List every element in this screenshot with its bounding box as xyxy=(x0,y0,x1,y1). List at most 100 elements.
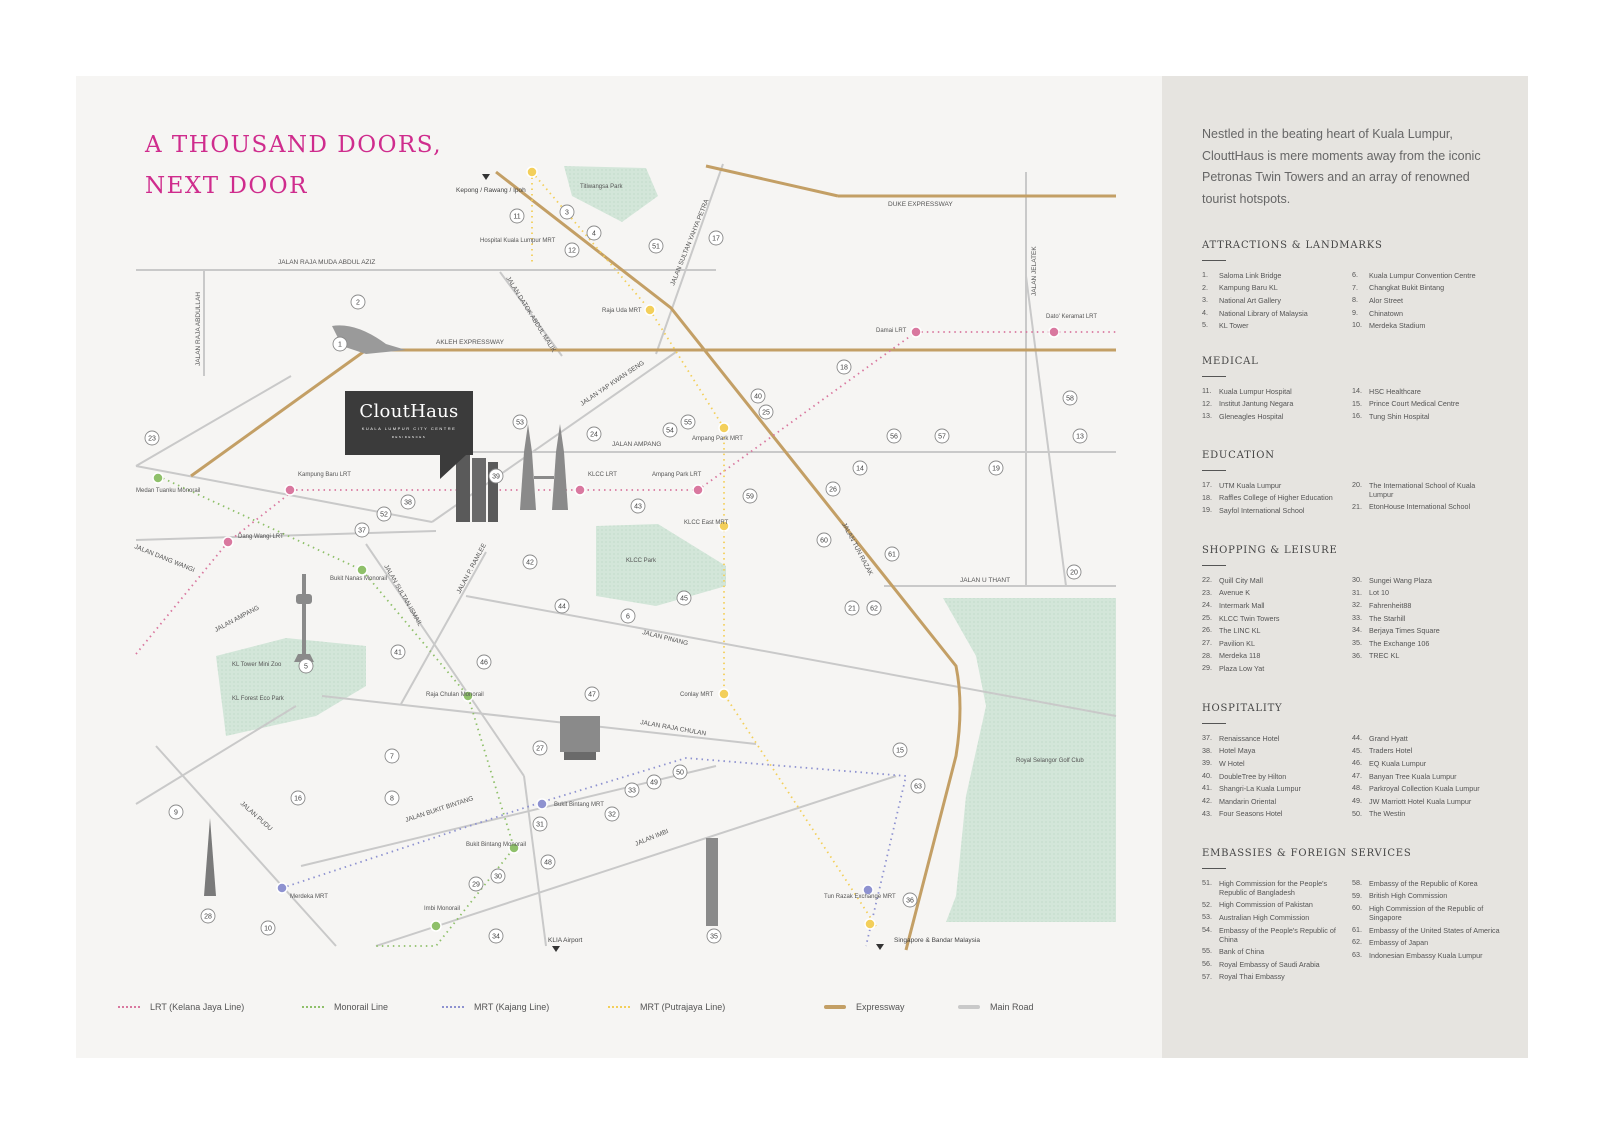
marker-number: 33 xyxy=(628,788,636,795)
station-bukit-bintang-monorail xyxy=(508,842,520,854)
marker-28[interactable]: 28 xyxy=(200,908,216,924)
marker-14[interactable]: 14 xyxy=(852,460,868,476)
marker-29[interactable]: 29 xyxy=(468,876,484,892)
marker-20[interactable]: 20 xyxy=(1066,564,1082,580)
marker-55[interactable]: 55 xyxy=(680,414,696,430)
marker-59[interactable]: 59 xyxy=(742,488,758,504)
item-label: KL Tower xyxy=(1219,321,1249,331)
marker-circle xyxy=(620,608,636,624)
marker-51[interactable]: 51 xyxy=(648,238,664,254)
item-number: 1. xyxy=(1202,270,1208,279)
label-klcc-lrt: KLCC LRT xyxy=(588,472,617,478)
item-label: Sungei Wang Plaza xyxy=(1369,575,1432,585)
marker-11[interactable]: 11 xyxy=(509,208,525,224)
marker-62[interactable]: 62 xyxy=(866,600,882,616)
item-number: 46. xyxy=(1352,758,1362,768)
marker-41[interactable]: 41 xyxy=(390,644,406,660)
info-panel xyxy=(1162,76,1528,1058)
legend-label: MRT (Putrajaya Line) xyxy=(640,1002,726,1012)
marker-42[interactable]: 42 xyxy=(522,554,538,570)
marker-47[interactable]: 47 xyxy=(584,686,600,702)
section-title: EDUCATION xyxy=(1202,450,1275,461)
marker-30[interactable]: 30 xyxy=(490,868,506,884)
marker-49[interactable]: 49 xyxy=(646,774,662,790)
marker-5[interactable]: 5 xyxy=(298,658,314,674)
clouthaus-callout[interactable]: CloutHaus KUALA LUMPUR CITY CENTRE RESID… xyxy=(345,391,473,455)
item-number: 5. xyxy=(1202,320,1208,330)
marker-39[interactable]: 39 xyxy=(488,468,504,484)
marker-12[interactable]: 12 xyxy=(564,242,580,258)
marker-31[interactable]: 31 xyxy=(532,816,548,832)
marker-40[interactable]: 40 xyxy=(750,388,766,404)
list-item: 34.Berjaya Times Square xyxy=(1352,624,1500,637)
marker-24[interactable]: 24 xyxy=(586,426,602,442)
marker-23[interactable]: 23 xyxy=(144,430,160,446)
station-klcc-east xyxy=(718,520,730,532)
marker-4[interactable]: 4 xyxy=(586,225,602,241)
marker-32[interactable]: 32 xyxy=(604,806,620,822)
marker-2[interactable]: 2 xyxy=(350,294,366,310)
marker-7[interactable]: 7 xyxy=(384,748,400,764)
marker-37[interactable]: 37 xyxy=(354,522,370,538)
item-label: Merdeka Stadium xyxy=(1369,321,1426,331)
marker-26[interactable]: 26 xyxy=(825,481,841,497)
item-number: 21. xyxy=(1352,501,1362,511)
marker-48[interactable]: 48 xyxy=(540,854,556,870)
marker-27[interactable]: 27 xyxy=(532,740,548,756)
item-number: 29. xyxy=(1202,663,1212,673)
city-map[interactable]: DUKE EXPRESSWAY JALAN RAJA MUDA ABDUL AZ… xyxy=(76,76,1162,1058)
item-number: 62. xyxy=(1352,937,1362,947)
marker-circle xyxy=(604,806,620,822)
marker-38[interactable]: 38 xyxy=(400,494,416,510)
marker-16[interactable]: 16 xyxy=(290,790,306,806)
marker-56[interactable]: 56 xyxy=(886,428,902,444)
marker-50[interactable]: 50 xyxy=(672,764,688,780)
marker-number: 54 xyxy=(666,428,674,435)
marker-34[interactable]: 34 xyxy=(488,928,504,944)
marker-57[interactable]: 57 xyxy=(934,428,950,444)
item-label: High Commission for the People's Republi… xyxy=(1219,878,1328,897)
marker-8[interactable]: 8 xyxy=(384,790,400,806)
marker-9[interactable]: 9 xyxy=(168,804,184,820)
item-label: Intermark Mall xyxy=(1219,600,1265,610)
marker-1[interactable]: 1 xyxy=(332,336,348,352)
item-label: Prince Court Medical Centre xyxy=(1369,399,1460,409)
marker-43[interactable]: 43 xyxy=(630,498,646,514)
marker-53[interactable]: 53 xyxy=(512,414,528,430)
marker-21[interactable]: 21 xyxy=(844,600,860,616)
marker-46[interactable]: 46 xyxy=(476,654,492,670)
station-dang-wangi xyxy=(222,536,234,548)
road-jelatek: JALAN JELATEK xyxy=(1031,246,1038,296)
marker-number: 61 xyxy=(888,552,896,559)
label-kl-mini-zoo: KL Tower Mini Zoo xyxy=(232,662,282,668)
marker-17[interactable]: 17 xyxy=(708,230,724,246)
marker-layer[interactable]: 1234567891011121314151617181920212223242… xyxy=(144,204,1088,944)
marker-54[interactable]: 54 xyxy=(662,422,678,438)
marker-25[interactable]: 25 xyxy=(758,404,774,420)
marker-13[interactable]: 13 xyxy=(1072,428,1088,444)
marker-63[interactable]: 63 xyxy=(910,778,926,794)
marker-18[interactable]: 18 xyxy=(836,359,852,375)
mrt-putrajaya-line xyxy=(531,171,877,927)
marker-33[interactable]: 33 xyxy=(624,782,640,798)
marker-15[interactable]: 15 xyxy=(892,742,908,758)
marker-circle xyxy=(708,230,724,246)
marker-61[interactable]: 61 xyxy=(884,546,900,562)
marker-3[interactable]: 3 xyxy=(559,204,575,220)
list-item: 29.Plaza Low Yat xyxy=(1202,662,1352,675)
marker-52[interactable]: 52 xyxy=(376,506,392,522)
marker-45[interactable]: 45 xyxy=(676,590,692,606)
list-item: 57.Royal Thai Embassy xyxy=(1202,971,1352,984)
marker-19[interactable]: 19 xyxy=(988,460,1004,476)
marker-10[interactable]: 10 xyxy=(260,920,276,936)
marker-58[interactable]: 58 xyxy=(1062,390,1078,406)
item-label: W Hotel xyxy=(1219,758,1245,768)
section-title: EMBASSIES & FOREIGN SERVICES xyxy=(1202,848,1412,859)
item-number: 30. xyxy=(1352,575,1362,584)
marker-36[interactable]: 36 xyxy=(902,892,918,908)
marker-6[interactable]: 6 xyxy=(620,608,636,624)
marker-44[interactable]: 44 xyxy=(554,598,570,614)
marker-35[interactable]: 35 xyxy=(706,928,722,944)
list-item: 7.Changkat Bukit Bintang xyxy=(1352,282,1500,295)
marker-60[interactable]: 60 xyxy=(816,532,832,548)
